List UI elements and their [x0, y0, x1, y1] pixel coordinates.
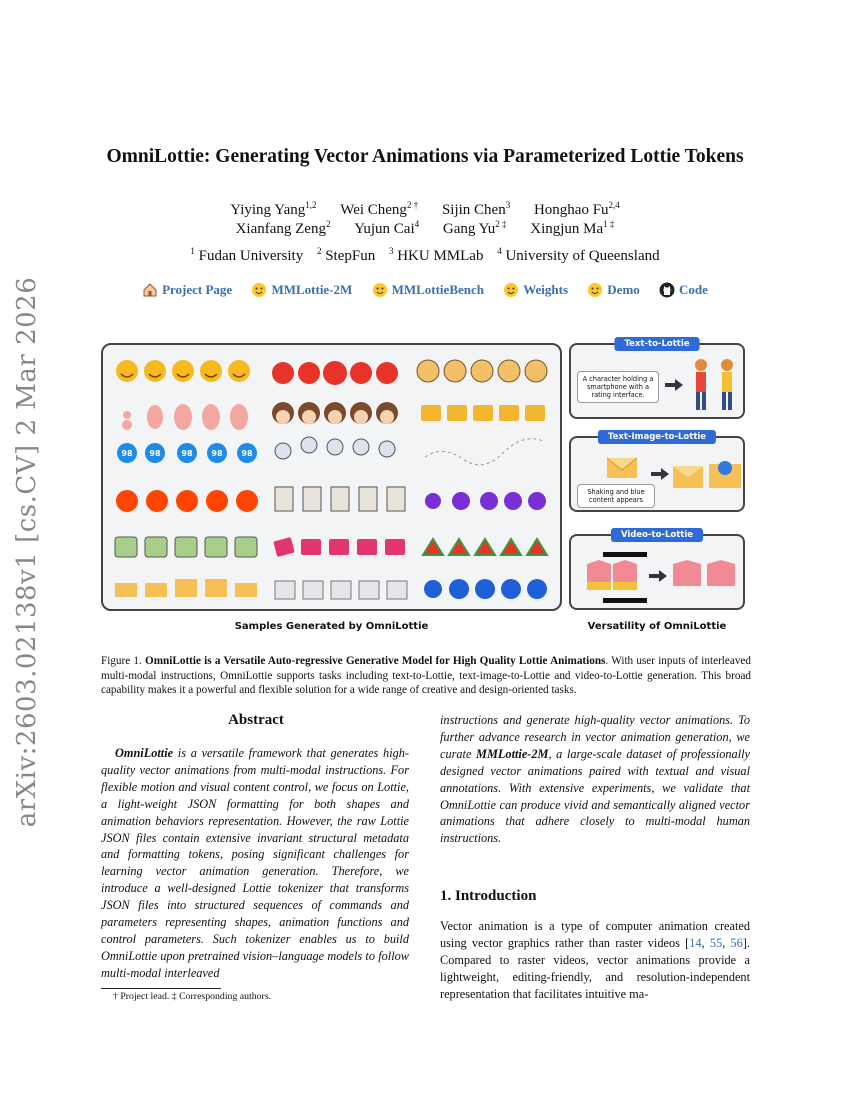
citation-link[interactable]: 55: [709, 935, 723, 950]
paper-title: OmniLottie: Generating Vector Animations…: [106, 146, 744, 167]
envelopes-illustration: [673, 461, 741, 488]
kids-row: [272, 402, 398, 424]
progress-checks-row: [424, 579, 547, 599]
link-weights[interactable]: Weights: [503, 282, 568, 298]
affiliation: 1 Fudan University: [190, 246, 304, 264]
faces-row: [416, 359, 548, 383]
purple-buttons-row: [425, 492, 546, 510]
abstract-lead: OmniLottie: [115, 746, 174, 760]
watermelons-row: [421, 537, 549, 556]
text-image-to-lottie-panel: Text-Image-to-Lottie Shaking and blue co…: [569, 430, 745, 512]
figure-caption: Figure 1. OmniLottie is a Versatile Auto…: [101, 655, 751, 696]
hugging-face-icon: [504, 283, 519, 297]
resource-links: Project Page MMLottie-2M MMLottieBench W…: [0, 282, 850, 302]
pink-shapes-row: [122, 404, 248, 430]
introduction-heading: 1. Introduction: [440, 888, 537, 904]
dashed-path: [424, 438, 544, 466]
envelope-icon: [606, 457, 638, 478]
text-to-lottie-panel: Text-to-Lottie A character holding a sma…: [569, 337, 745, 419]
footnote: † Project lead. ‡ Corresponding authors.: [113, 991, 272, 1002]
abstract-left-column: OmniLottie is a versatile framework that…: [101, 746, 409, 980]
footnote-rule: [101, 988, 221, 989]
author: Gang Yu2 ‡: [442, 219, 507, 237]
badge-number: 98: [181, 449, 193, 458]
text-prompt-card: A character holding a smartphone with a …: [577, 371, 659, 403]
authors-line-2: Xianfang Zeng2 Yujun Cai4 Gang Yu2 ‡ Xin…: [0, 219, 850, 238]
arrow-right-icon: [651, 468, 669, 480]
green-boxes-row: [114, 536, 258, 558]
badges-row: 98 98 98 98 98: [117, 443, 257, 463]
badge-number: 98: [211, 449, 223, 458]
link-code[interactable]: Code: [659, 282, 708, 298]
affiliation: 2 StepFun: [316, 246, 376, 264]
badge-number: 98: [241, 449, 253, 458]
author: Wei Cheng2 †: [340, 200, 419, 218]
samples-panel: 98 98 98 98 98: [101, 343, 562, 611]
arxiv-side-label: arXiv:2603.02138v1 [cs.CV] 2 Mar 2026: [12, 276, 42, 828]
samples-grid: 98 98 98 98 98: [114, 359, 549, 600]
clipboards-row: [274, 486, 406, 512]
abstract-right-column: instructions and generate high-quality v…: [440, 713, 750, 846]
link-demo[interactable]: Demo: [587, 282, 640, 298]
video-to-lottie-pill: Video-to-Lottie: [610, 528, 704, 542]
video-frames-illustration: [587, 552, 735, 603]
link-project-page[interactable]: Project Page: [142, 282, 232, 298]
versatility-caption: Versatility of OmniLottie: [587, 621, 727, 632]
text-to-lottie-pill: Text-to-Lottie: [614, 337, 700, 351]
abstract-heading: Abstract: [228, 712, 284, 728]
authors-line-1: Yiying Yang1,2 Wei Cheng2 † Sijin Chen3 …: [0, 200, 850, 219]
hugging-face-icon: [588, 283, 603, 297]
badge-number: 98: [121, 449, 133, 458]
share-icons-row: [116, 490, 258, 512]
author: Xianfang Zeng2: [235, 219, 331, 237]
samples-caption: Samples Generated by OmniLottie: [234, 621, 429, 632]
affiliation: 4 University of Queensland: [497, 246, 660, 264]
arrow-right-icon: [665, 379, 683, 391]
charts-row: [274, 580, 408, 600]
balls-row: [274, 436, 396, 460]
citation-link[interactable]: 14: [689, 935, 702, 950]
folders-row: [421, 405, 545, 421]
video-to-lottie-panel: Video-to-Lottie: [569, 528, 745, 610]
hugging-face-icon: [372, 283, 387, 297]
author: Yujun Cai4: [354, 219, 420, 237]
apples-row: [272, 361, 398, 385]
author: Yiying Yang1,2: [230, 200, 317, 218]
hugging-face-icon: [252, 283, 267, 297]
emoji-faces-row: [116, 360, 250, 382]
text-prompt-card: Shaking and blue content appears: [577, 484, 655, 508]
citation-link[interactable]: 56: [730, 935, 743, 950]
affiliations: 1 Fudan University 2 StepFun 3 HKU MMLab…: [0, 246, 850, 265]
author: Honghao Fu2,4: [533, 200, 620, 218]
introduction-text: Vector animation is a type of computer a…: [440, 919, 750, 1001]
badge-number: 98: [149, 449, 161, 458]
affiliation: 3 HKU MMLab: [388, 246, 484, 264]
envelopes-row: [115, 579, 257, 597]
text-image-to-lottie-pill: Text-Image-to-Lottie: [597, 430, 717, 444]
author: Xingjun Ma1 ‡: [530, 219, 615, 237]
link-mmlottie-2m[interactable]: MMLottie-2M: [251, 282, 352, 298]
wallets-row: [273, 537, 405, 557]
github-icon: [659, 282, 675, 298]
author: Sijin Chen3: [441, 200, 511, 218]
house-icon: [143, 283, 157, 297]
link-mmlottiebench[interactable]: MMLottieBench: [372, 282, 484, 298]
characters-illustration: [695, 359, 733, 410]
